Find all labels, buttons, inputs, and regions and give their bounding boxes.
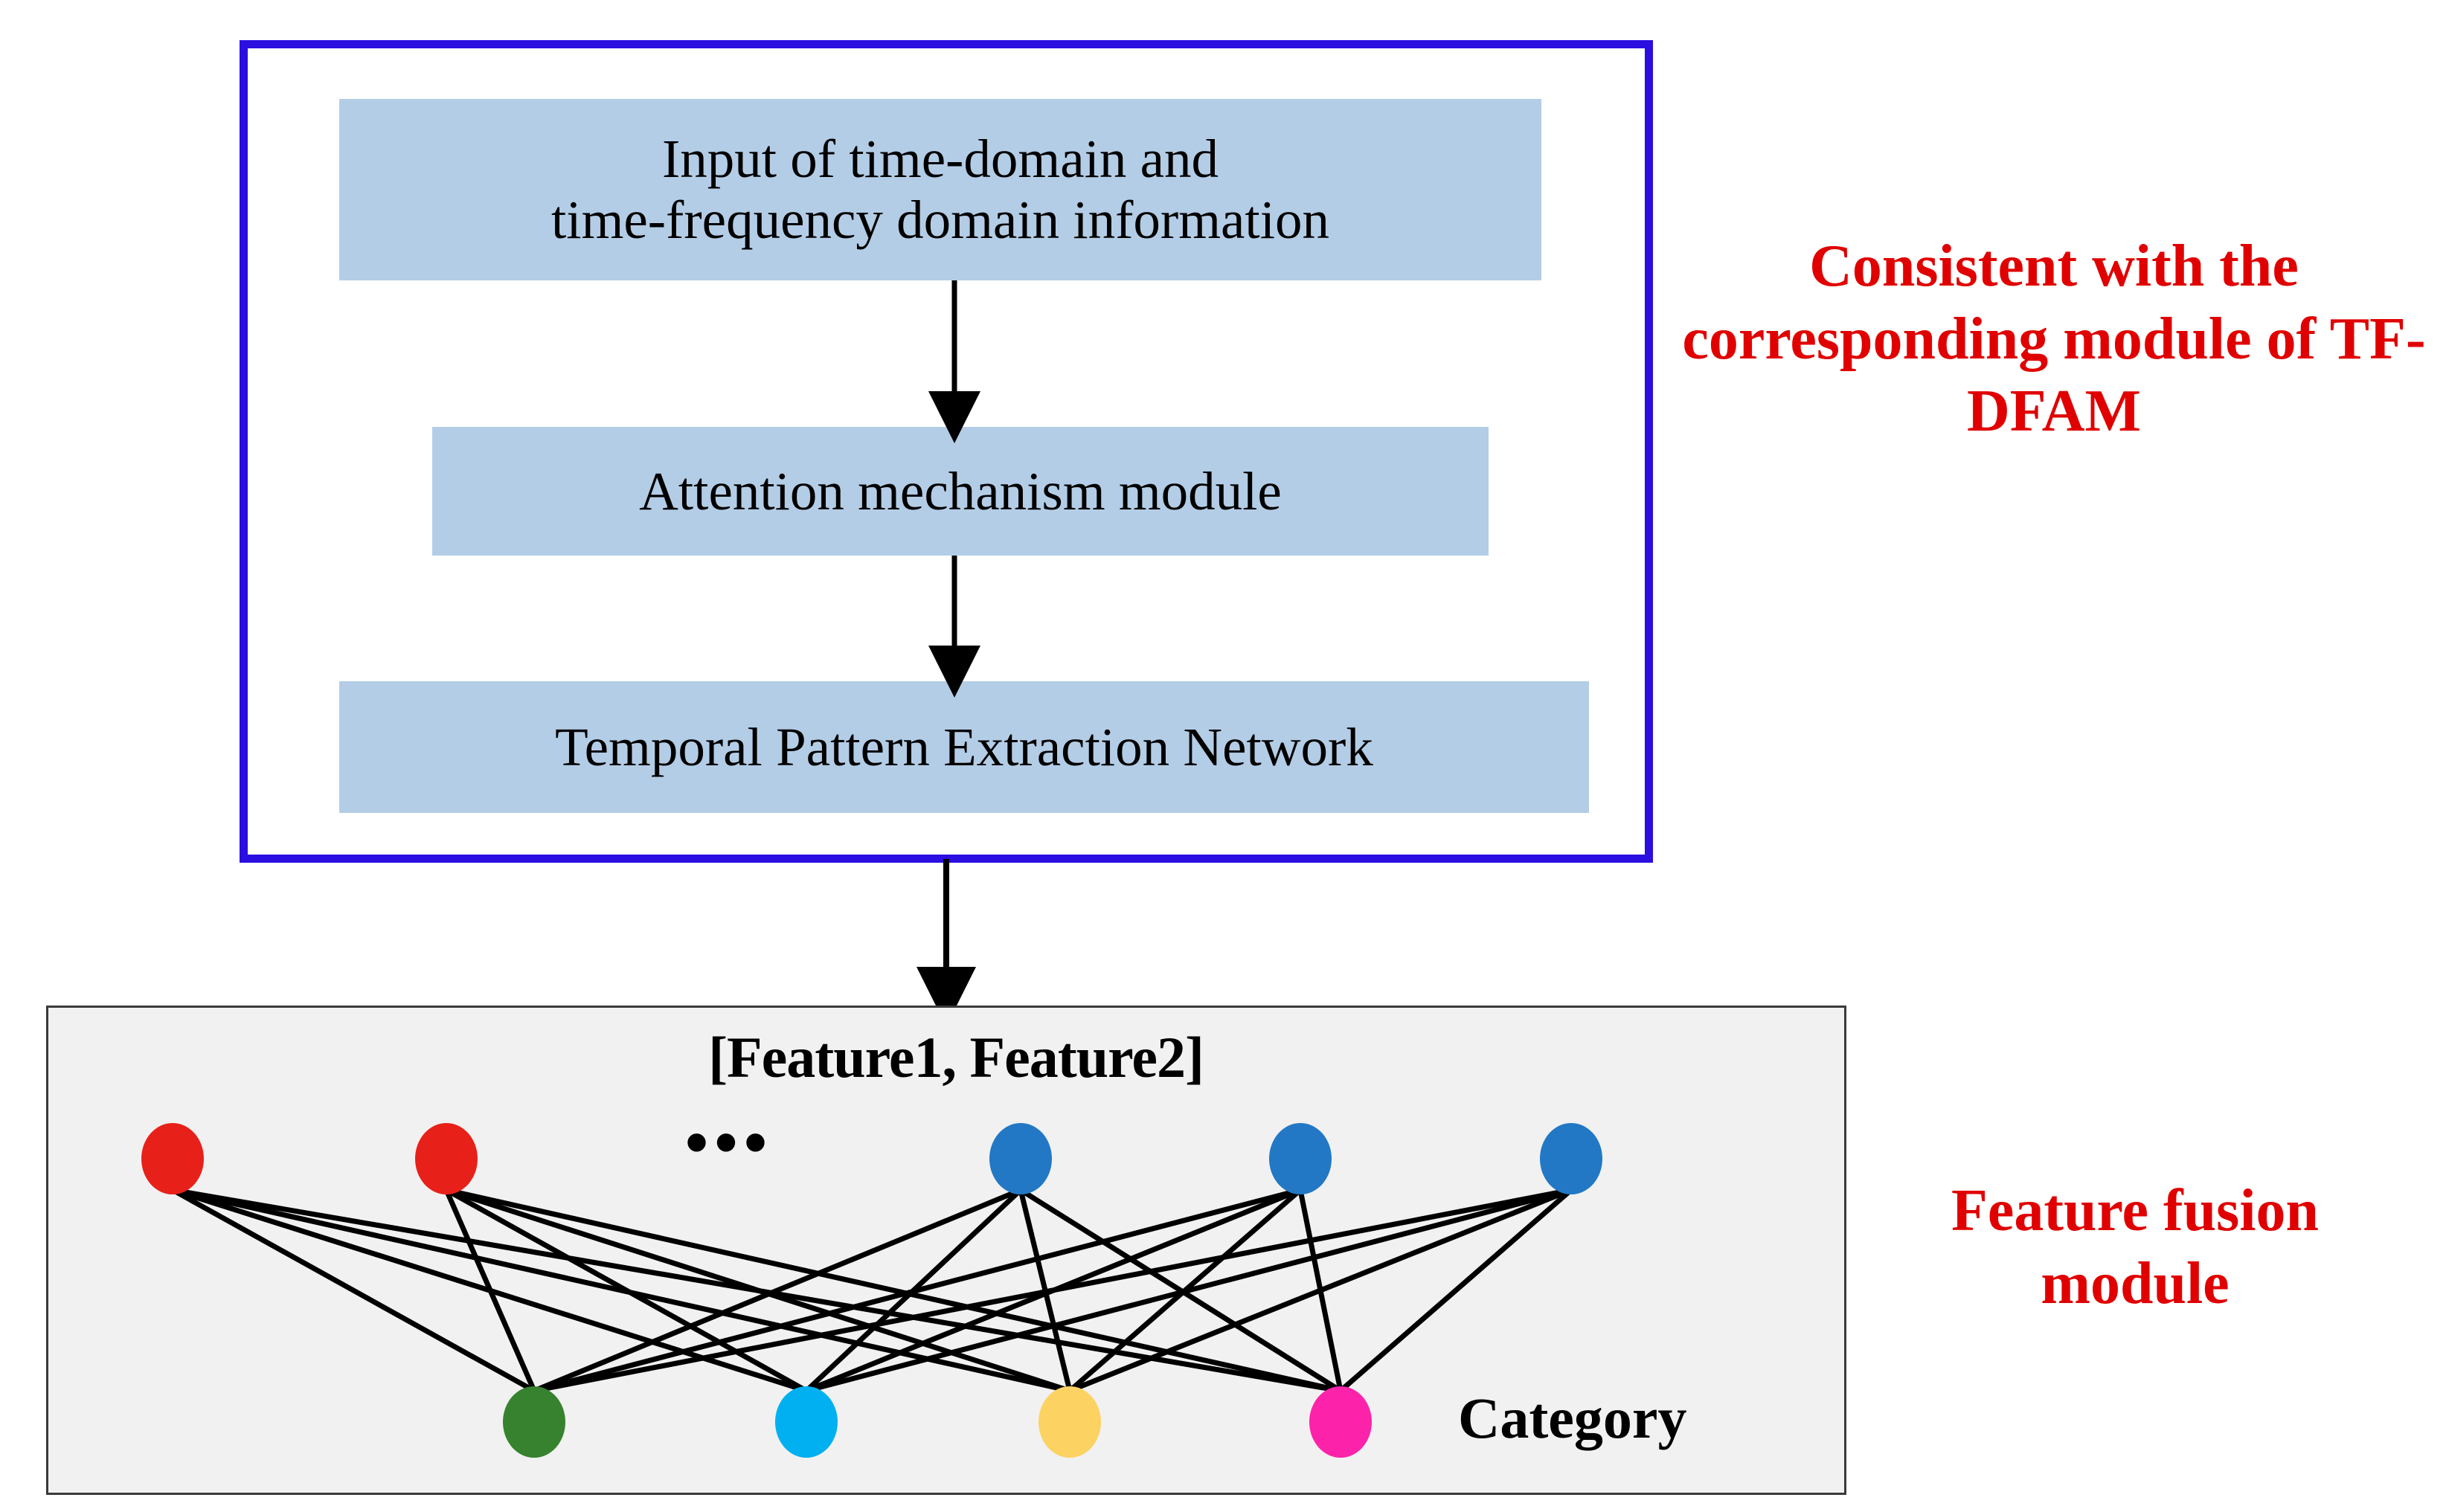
process-box-temporal: Temporal Pattern Extraction Network [339,681,1589,813]
category-label: Category [1458,1386,1687,1450]
feature-vector-label: [Feature1, Feature2] [708,1025,1204,1090]
process-box-attention: Attention mechanism module [432,427,1489,556]
caption-feature-fusion-module: Feature fusion module [1951,1178,2320,1316]
ellipsis-icon: ••• [684,1106,774,1180]
caption-consistent-with-tf-dfam: Consistent with the corresponding module… [1682,234,2426,445]
